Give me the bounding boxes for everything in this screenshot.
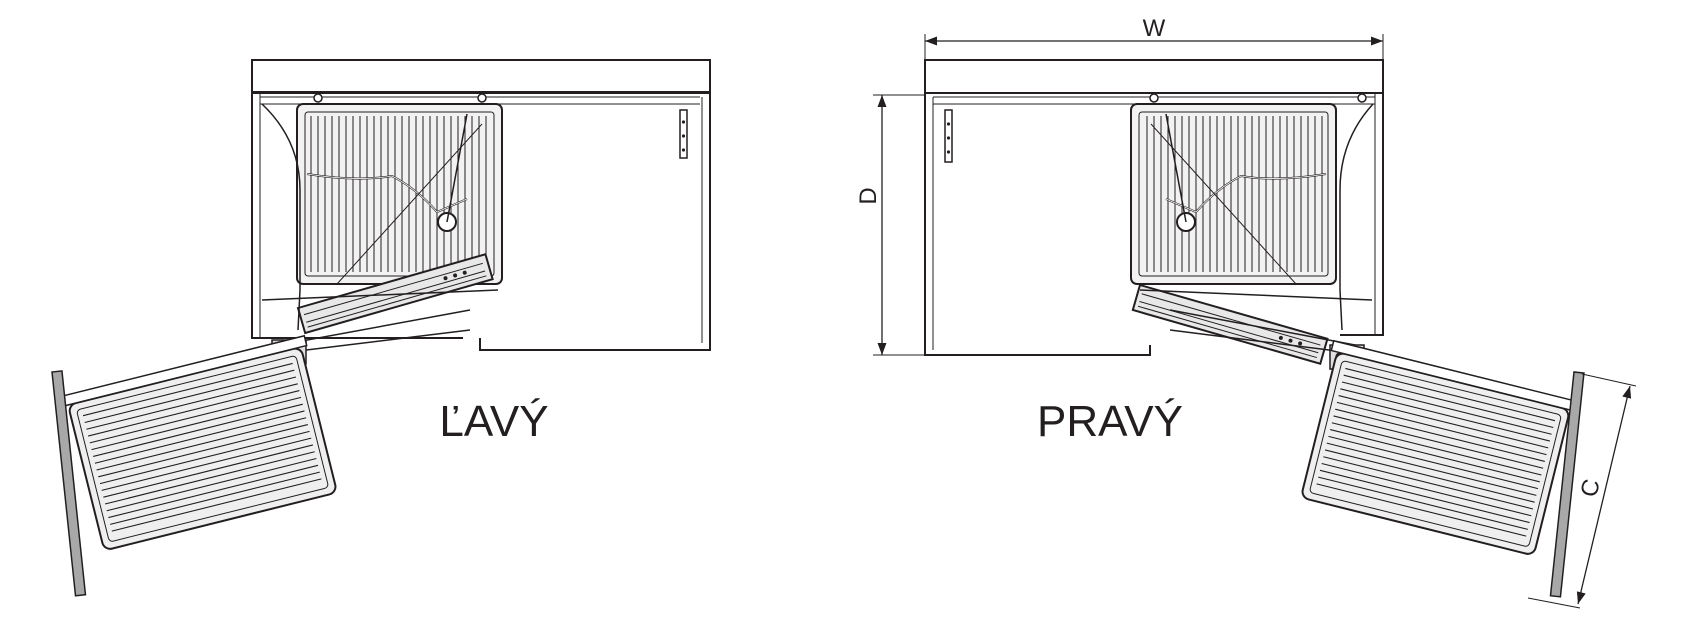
width-dimension: W [924, 15, 1384, 60]
width-dimension-label: W [1143, 15, 1166, 42]
clearance-dimension: C [1527, 373, 1637, 609]
depth-dimension: D [855, 94, 925, 356]
right-variant: PRAVÝ W D C [855, 15, 1637, 609]
right-linkage [1139, 103, 1374, 353]
left-rear-basket [296, 103, 503, 285]
right-rear-basket [1130, 103, 1337, 285]
right-door-panel [1549, 371, 1585, 598]
right-front-basket [1294, 339, 1580, 558]
depth-dimension-label: D [855, 187, 882, 204]
left-front-basket [58, 334, 344, 553]
clearance-dimension-label: C [1576, 477, 1606, 500]
left-mount-bracket [313, 93, 688, 159]
left-variant: ĽAVÝ [51, 59, 711, 597]
left-variant-label: ĽAVÝ [439, 397, 548, 446]
right-variant-label: PRAVÝ [1037, 397, 1183, 446]
left-linkage [261, 103, 499, 353]
right-mount-bracket [944, 93, 1367, 163]
left-cabinet-outline [251, 59, 711, 351]
left-door-panel [51, 370, 87, 597]
